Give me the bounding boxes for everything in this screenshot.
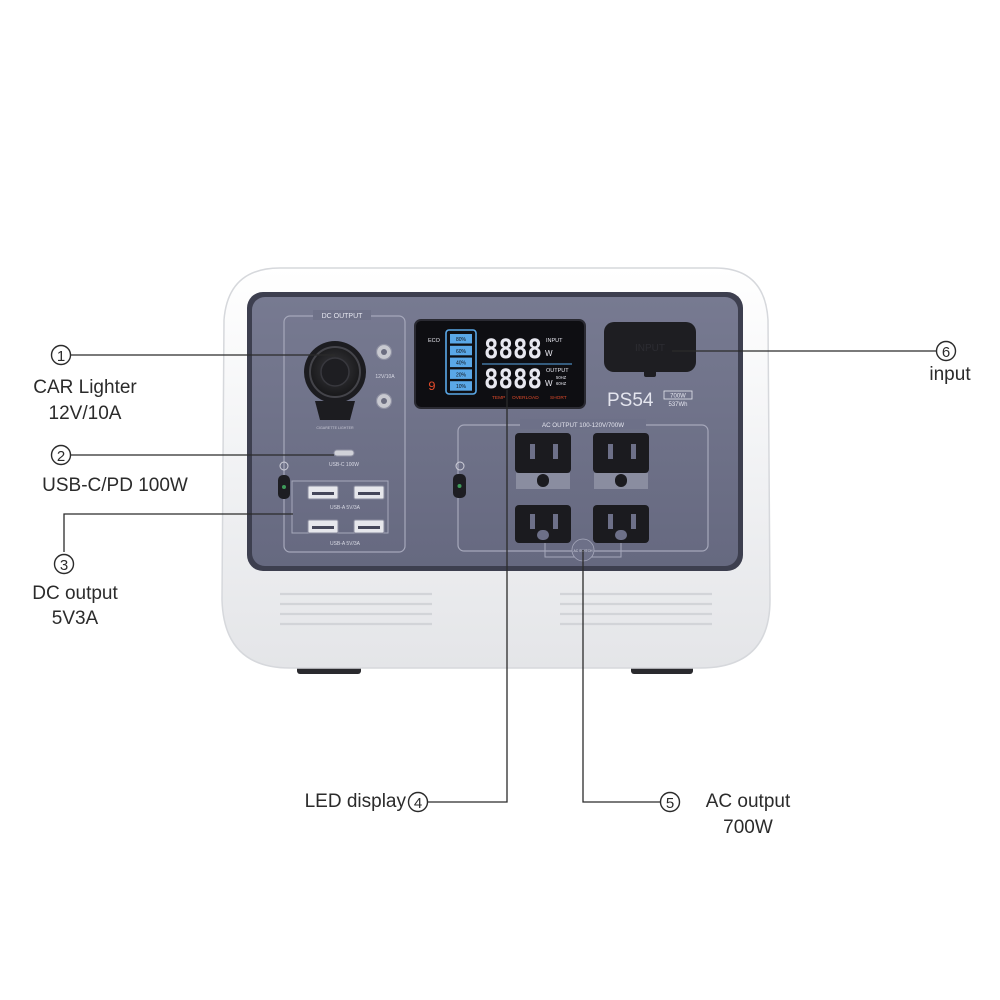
input-cover-label: INPUT bbox=[635, 343, 665, 354]
display-unit-out: W bbox=[545, 379, 553, 388]
car-port-caption: CIGARETTE LIGHTER bbox=[316, 426, 354, 430]
display-input-label: INPUT bbox=[546, 338, 563, 344]
rating-badge bbox=[663, 390, 693, 400]
callout-marker-2: 2 bbox=[50, 444, 72, 466]
usb-a-bracket bbox=[291, 480, 389, 534]
display-output-label: OUTPUT bbox=[546, 368, 569, 374]
battery-bar-label: 20% bbox=[456, 372, 467, 378]
display-error-code: 9 bbox=[428, 379, 436, 394]
callout-3-title: DC output bbox=[32, 583, 118, 604]
display-output-digits: 8888 bbox=[484, 364, 542, 395]
svg-text:2: 2 bbox=[57, 448, 65, 465]
leader-line-4 bbox=[428, 390, 508, 803]
display-eco: ECO bbox=[428, 338, 441, 344]
callout-1-title: CAR Lighter bbox=[33, 377, 137, 398]
car-lighter-cap-tab bbox=[315, 401, 355, 420]
svg-text:5: 5 bbox=[666, 795, 674, 812]
svg-text:1: 1 bbox=[57, 348, 65, 365]
ac-output-label: AC OUTPUT 100-120V/700W bbox=[542, 422, 624, 429]
battery-bar-label: 80% bbox=[456, 337, 467, 343]
callout-2-title: USB-C/PD 100W bbox=[42, 475, 188, 496]
dc-power-icon bbox=[279, 461, 289, 471]
display-unit-in: W bbox=[545, 349, 553, 358]
rating-watts: 700W bbox=[670, 394, 686, 400]
battery-bar bbox=[450, 381, 472, 391]
ac-power-icon bbox=[455, 461, 465, 471]
display-input-digits: 8888 bbox=[484, 334, 542, 365]
usb-a-label-2: USB-A 5V/3A bbox=[330, 541, 361, 547]
ac-outlet-1[interactable] bbox=[515, 433, 571, 489]
svg-text:6: 6 bbox=[942, 344, 950, 361]
display-hz-2: 60HZ bbox=[556, 381, 567, 386]
battery-icon bbox=[445, 329, 477, 395]
capacity: 537Wh bbox=[668, 402, 687, 408]
callout-marker-4: 4 bbox=[407, 791, 429, 813]
callout-marker-6: 6 bbox=[935, 340, 957, 362]
svg-text:4: 4 bbox=[414, 795, 422, 812]
vent-grille bbox=[280, 592, 712, 626]
dc-output-label: DC OUTPUT bbox=[322, 313, 364, 320]
callout-1-subtitle: 12V/10A bbox=[48, 403, 122, 424]
display-status-short: SHORT bbox=[550, 395, 567, 401]
callout-5-title: AC output bbox=[705, 791, 791, 812]
callout-5-subtitle: 700W bbox=[723, 817, 773, 838]
callout-6-title: input bbox=[929, 364, 971, 385]
leader-line-5 bbox=[582, 550, 660, 803]
usb-c-port[interactable] bbox=[333, 449, 355, 457]
leader-line-3 bbox=[63, 513, 293, 552]
callout-marker-5: 5 bbox=[659, 791, 681, 813]
callout-marker-1: 1 bbox=[50, 344, 72, 366]
usb-a-label-1: USB-A 5V/3A bbox=[330, 505, 361, 511]
leader-lines bbox=[63, 350, 936, 803]
display-hz-1: 50HZ bbox=[556, 375, 567, 380]
battery-bar bbox=[450, 334, 472, 344]
ac-outlet-4[interactable] bbox=[593, 505, 649, 543]
battery-bar bbox=[450, 345, 472, 356]
car-port-label: 12V/10A bbox=[375, 374, 395, 380]
battery-level-bars: 80% 60% 40% 20% 10% bbox=[450, 334, 472, 391]
battery-bar-label: 60% bbox=[456, 349, 467, 355]
callout-3-subtitle: 5V3A bbox=[51, 608, 99, 629]
battery-bar bbox=[450, 357, 472, 368]
callout-4-title: LED display bbox=[304, 791, 406, 812]
input-port-cover[interactable] bbox=[604, 322, 696, 372]
battery-bar-label: 40% bbox=[456, 361, 467, 367]
callout-marker-3: 3 bbox=[53, 553, 75, 575]
display-status-overload: OVERLOAD bbox=[512, 395, 539, 401]
ac-outlet-2[interactable] bbox=[593, 433, 649, 489]
display-status-temp: TEMP bbox=[492, 395, 505, 401]
model-name: PS54 bbox=[607, 390, 654, 411]
battery-bar-label: 10% bbox=[456, 384, 467, 390]
ac-outlet-3[interactable] bbox=[515, 505, 571, 543]
svg-text:3: 3 bbox=[60, 557, 68, 574]
battery-bar bbox=[450, 369, 472, 379]
usb-c-label: USB-C 100W bbox=[329, 462, 359, 468]
